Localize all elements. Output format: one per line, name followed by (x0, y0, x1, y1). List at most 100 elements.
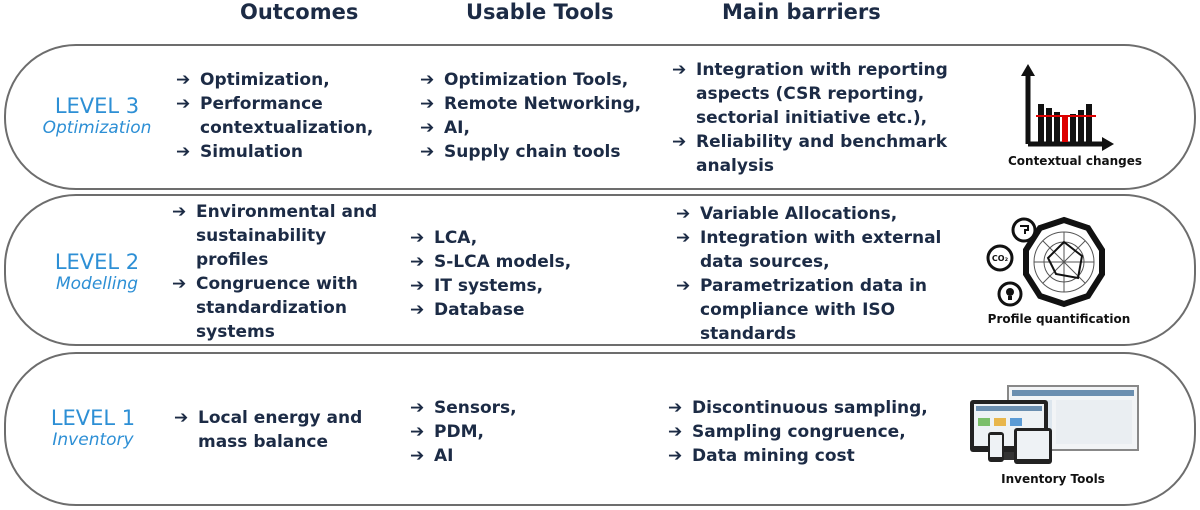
bullet-item: ➔ Integration with reporting aspects (CSR … (672, 58, 952, 130)
bullet-text: Supply chain tools (444, 140, 620, 164)
arrow-icon: ➔ (176, 94, 191, 114)
bullet-line: Local energy and (198, 408, 363, 428)
icon-caption: Profile quantification (987, 312, 1131, 326)
bullet-text: Optimization Tools, (444, 68, 628, 92)
bullet-text: Remote Networking, (444, 92, 641, 116)
bullet-line: AI (434, 446, 454, 466)
level-3-barriers: ➔ Integration with reporting aspects (CSR … (672, 58, 952, 178)
radar-chart-icon: CO₂ (986, 216, 1105, 308)
bullet-text: Data mining cost (692, 444, 855, 468)
bullet-item: ➔ S-LCA models, (410, 250, 630, 274)
bullet-text: AI (434, 444, 453, 468)
arrow-icon: ➔ (672, 60, 687, 80)
bullet-line: Database (434, 300, 525, 320)
bullet-line: Discontinuous sampling, (692, 398, 928, 418)
bullet-line: data sources, (700, 252, 830, 272)
bullet-text: PDM, (434, 420, 484, 444)
level-1-barriers: ➔Discontinuous sampling,➔Sampling congru… (668, 396, 948, 468)
bullet-item: ➔ Database (410, 298, 630, 322)
bullet-text: Optimization, (200, 68, 330, 92)
bullet-line: systems (196, 322, 275, 342)
bullet-line: Supply chain tools (444, 142, 621, 162)
bullet-line: standardization (196, 298, 347, 318)
bullet-item: ➔Discontinuous sampling, (668, 396, 948, 420)
bullet-line: Congruence with (196, 274, 358, 294)
bullet-line: sustainability (196, 226, 327, 246)
bullet-line: contextualization, (200, 118, 374, 138)
bullet-line: AI, (444, 118, 470, 138)
bullet-line: Integration with external (700, 228, 942, 248)
arrow-icon: ➔ (410, 300, 425, 320)
bullet-line: Performance (200, 94, 323, 114)
arrow-icon: ➔ (410, 252, 425, 272)
arrow-icon: ➔ (420, 142, 435, 162)
level-3-band (4, 44, 1196, 190)
bullet-line: S-LCA models, (434, 252, 572, 272)
bullet-text: Integration with external data sources, (700, 226, 941, 274)
bullet-line: Reliability and benchmark (696, 132, 948, 152)
bullet-item: ➔Data mining cost (668, 444, 948, 468)
level-number: LEVEL 2 (54, 250, 140, 274)
bullet-item: ➔AI (410, 444, 630, 468)
devices-icon (970, 385, 1139, 464)
bullet-line: Optimization Tools, (444, 70, 629, 90)
bullet-text: Performance contextualization, (200, 92, 373, 140)
bullet-item: ➔AI, (420, 116, 650, 140)
arrow-icon: ➔ (410, 422, 425, 442)
arrow-icon: ➔ (410, 398, 425, 418)
bullet-text: Database (434, 298, 524, 322)
bullet-line: Integration with reporting (696, 60, 948, 80)
bullet-item: ➔Sampling congruence, (668, 420, 948, 444)
bullet-item: ➔Variable Allocations, (676, 202, 956, 226)
bullet-item: ➔ PDM, (410, 420, 630, 444)
bullet-line: PDM, (434, 422, 484, 442)
bullet-text: Variable Allocations, (700, 202, 897, 226)
bullet-item: ➔Simulation (176, 140, 396, 164)
bullet-item: ➔ IT systems, (410, 274, 630, 298)
arrow-icon: ➔ (672, 132, 687, 152)
level-number: LEVEL 3 (54, 94, 140, 118)
level-name: Inventory (52, 430, 134, 450)
header-outcomes: Outcomes (240, 0, 359, 24)
arrow-icon: ➔ (174, 408, 189, 428)
arrow-icon: ➔ (410, 276, 425, 296)
level-1-title: LEVEL 1 Inventory (18, 406, 168, 450)
bullet-text: IT systems, (434, 274, 543, 298)
bullet-item: ➔ Performance contextualization, (176, 92, 396, 140)
arrow-icon: ➔ (420, 94, 435, 114)
level-2-title: LEVEL 2 Modelling (22, 250, 172, 294)
bullet-line: Optimization, (200, 70, 330, 90)
bullet-line: Environmental and (196, 202, 378, 222)
bullet-text: Simulation (200, 140, 303, 164)
arrow-icon: ➔ (676, 276, 691, 296)
bullet-line: aspects (CSR reporting, (696, 84, 925, 104)
arrow-icon: ➔ (668, 422, 683, 442)
bar-chart-icon (1021, 64, 1114, 151)
level-2-barriers: ➔Variable Allocations, ➔ Integration with … (676, 202, 956, 346)
bullet-line: Variable Allocations, (700, 204, 898, 224)
bullet-line: Remote Networking, (444, 94, 642, 114)
level-3-tools: ➔Optimization Tools,➔Remote Networking,➔… (420, 68, 650, 164)
bullet-line: Data mining cost (692, 446, 855, 466)
bullet-text: Discontinuous sampling, (692, 396, 928, 420)
bullet-item: ➔ Supply chain tools (420, 140, 650, 164)
arrow-icon: ➔ (172, 274, 187, 294)
bullet-item: ➔ Congruence with standardization systems (172, 272, 392, 344)
level-name: Optimization (42, 118, 152, 138)
bullet-text: Congruence with standardization systems (196, 272, 358, 344)
level-2-tools: ➔LCA,➔S-LCA models,➔IT systems,➔Database (410, 226, 630, 322)
arrow-icon: ➔ (176, 70, 191, 90)
bullet-line: sectorial initiative etc.), (696, 108, 928, 128)
bullet-line: standards (700, 324, 797, 344)
arrow-icon: ➔ (172, 202, 187, 222)
bullet-line: IT systems, (434, 276, 544, 296)
bullet-text: AI, (444, 116, 470, 140)
bullet-line: Simulation (200, 142, 303, 162)
